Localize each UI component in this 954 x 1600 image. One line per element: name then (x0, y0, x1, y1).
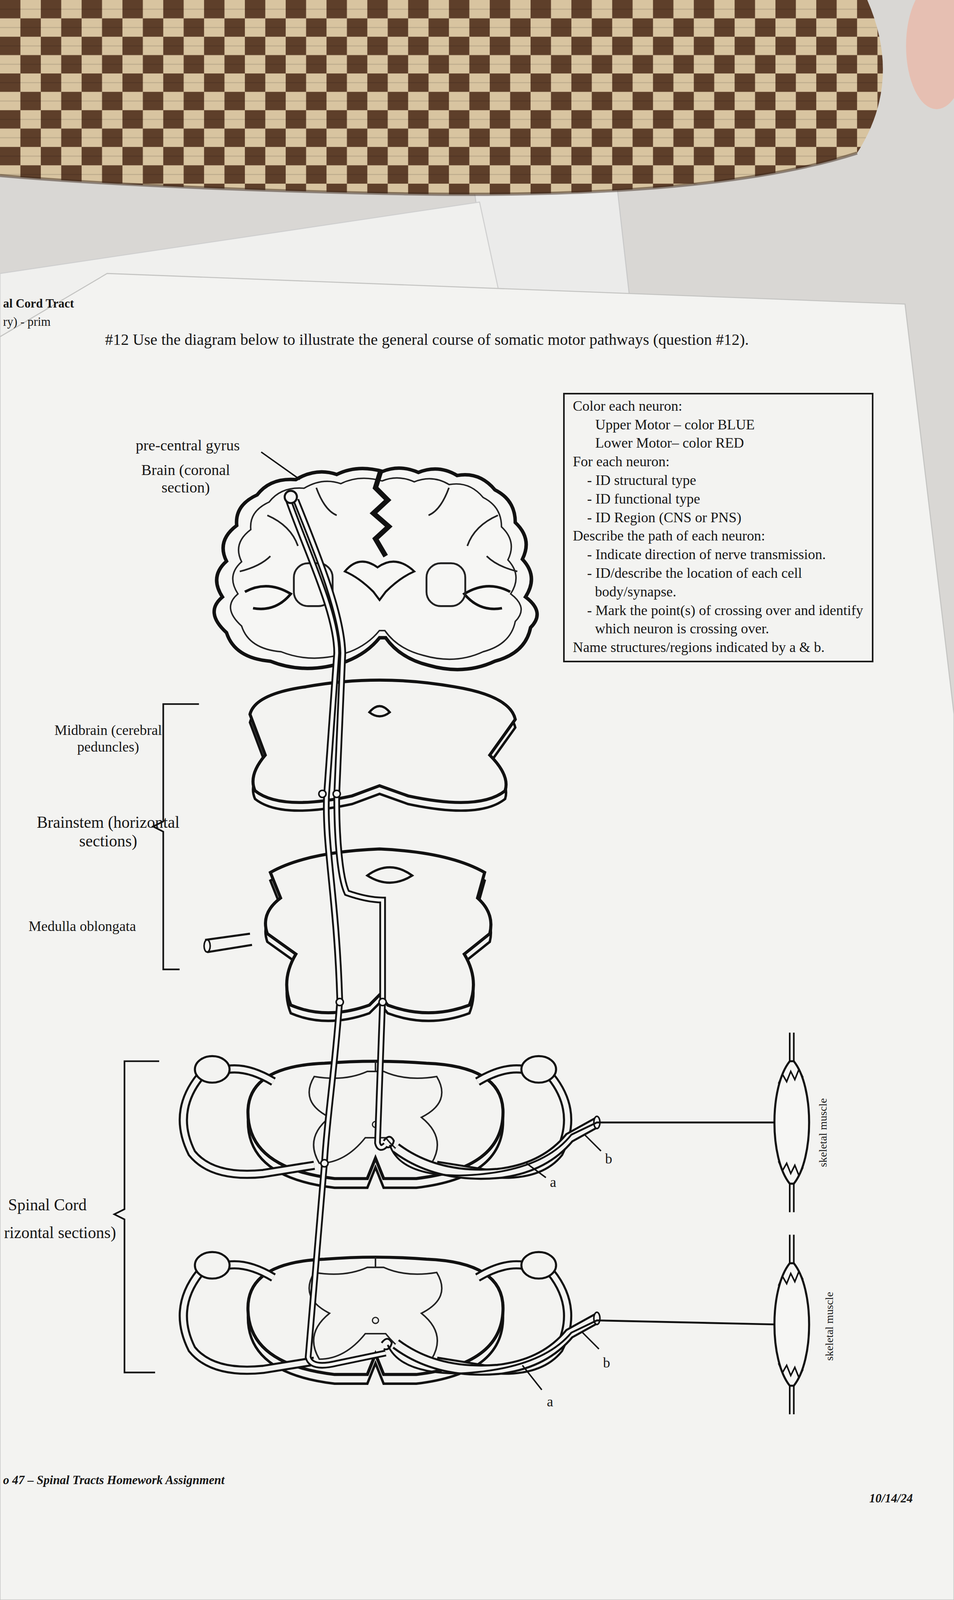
upper-motor-neuron (287, 498, 386, 1366)
brain-coronal-section (373, 471, 389, 556)
diagram-label: b (605, 1150, 613, 1168)
medulla-section (367, 867, 413, 883)
leader-lines-and-brackets (522, 1134, 601, 1390)
muscle-label: skeletal muscle (823, 1292, 837, 1361)
knit-bag (0, 0, 883, 195)
midbrain-section (250, 680, 516, 811)
diagram-label: Midbrain (cerebral peduncles) (42, 722, 175, 756)
instruction-line: - ID functional type (568, 489, 868, 509)
diagram-label: a (546, 1393, 554, 1410)
instruction-line: For each neuron: (568, 452, 868, 472)
instruction-line: - ID Region (CNS or PNS) (568, 508, 868, 528)
spinal-cord-section (183, 1055, 601, 1384)
instruction-line: Lower Motor– color RED (568, 433, 868, 453)
lower-motor-neuron (389, 1117, 785, 1176)
diagram-label: o 47 – Spinal Tracts Homework Assignment (3, 1473, 225, 1488)
instruction-line: Color each neuron: (568, 396, 868, 416)
upper-motor-neuron (336, 998, 344, 1006)
brain-coronal-section (214, 468, 538, 670)
upper-motor-neuron (321, 1159, 329, 1167)
diagram-label: Medulla oblongata (28, 918, 137, 935)
diagram-label: rizontal sections) (3, 1223, 116, 1243)
instruction-line: - Mark the point(s) of crossing over and… (568, 601, 868, 639)
muscle-label: skeletal muscle (817, 1098, 831, 1167)
medulla-section (265, 848, 491, 1013)
diagram-label: ry) - prim (3, 315, 51, 329)
knit-bag (0, 0, 954, 195)
knit-bag (905, 0, 954, 110)
upper-motor-neuron (284, 490, 297, 504)
spinal-cord-section (183, 1055, 601, 1188)
leader-lines-and-brackets (153, 703, 200, 970)
diagram-label: b (603, 1354, 611, 1372)
leader-lines-and-brackets (114, 451, 601, 1390)
upper-motor-neuron (378, 998, 387, 1006)
skeletal-muscle (774, 1234, 809, 1415)
diagram-label: Brainstem (horizontal sections) (30, 813, 187, 851)
worksheet-title: #12 Use the diagram below to illustrate … (105, 330, 749, 349)
instruction-line: Name structures/regions indicated by a &… (568, 638, 868, 657)
midbrain-section (369, 705, 390, 717)
lower-motor-neuron (383, 1136, 395, 1148)
lower-motor-neuron (381, 1338, 393, 1350)
diagram-label: Brain (coronal section) (131, 461, 240, 497)
medulla-section (205, 933, 252, 953)
instruction-line: Describe the path of each neuron: (568, 526, 868, 546)
brain-coronal-section (230, 477, 522, 660)
diagram-label: 10/14/24 (869, 1491, 914, 1506)
instruction-line: Upper Motor – color BLUE (568, 415, 868, 435)
instruction-line: - ID structural type (568, 471, 868, 490)
diagram-label: pre-central gyrus (135, 436, 240, 454)
brain-coronal-section (239, 487, 518, 572)
instruction-line: - Indicate direction of nerve transmissi… (568, 545, 868, 564)
upper-motor-neuron (332, 790, 341, 798)
medulla-section (203, 939, 210, 953)
midbrain-section (250, 680, 516, 803)
leader-lines-and-brackets (261, 451, 301, 480)
instruction-line: - ID/describe the location of each cell … (568, 563, 868, 602)
lower-motor-neuron (381, 1117, 785, 1374)
background (0, 273, 954, 1600)
instruction-box: Color each neuron:Upper Motor – color BL… (563, 392, 874, 663)
brain-coronal-section (344, 561, 415, 601)
skeletal-muscle (774, 1032, 809, 1415)
medulla-section (203, 848, 491, 1021)
knit-bag (0, 153, 858, 195)
diagram-label: Spinal Cord (8, 1195, 87, 1215)
skeletal-muscle (774, 1032, 809, 1213)
spinal-cord-section (183, 1252, 601, 1384)
brain-coronal-section (426, 563, 466, 606)
leader-lines-and-brackets (114, 1061, 160, 1373)
lower-motor-neuron (387, 1319, 785, 1374)
brain-coronal-section (214, 468, 538, 670)
upper-motor-neuron (318, 790, 326, 798)
upper-motor-neuron (287, 498, 386, 1366)
upper-motor-neuron (284, 490, 387, 1366)
diagram-label: al Cord Tract (3, 296, 75, 311)
diagram-label: a (550, 1174, 557, 1191)
